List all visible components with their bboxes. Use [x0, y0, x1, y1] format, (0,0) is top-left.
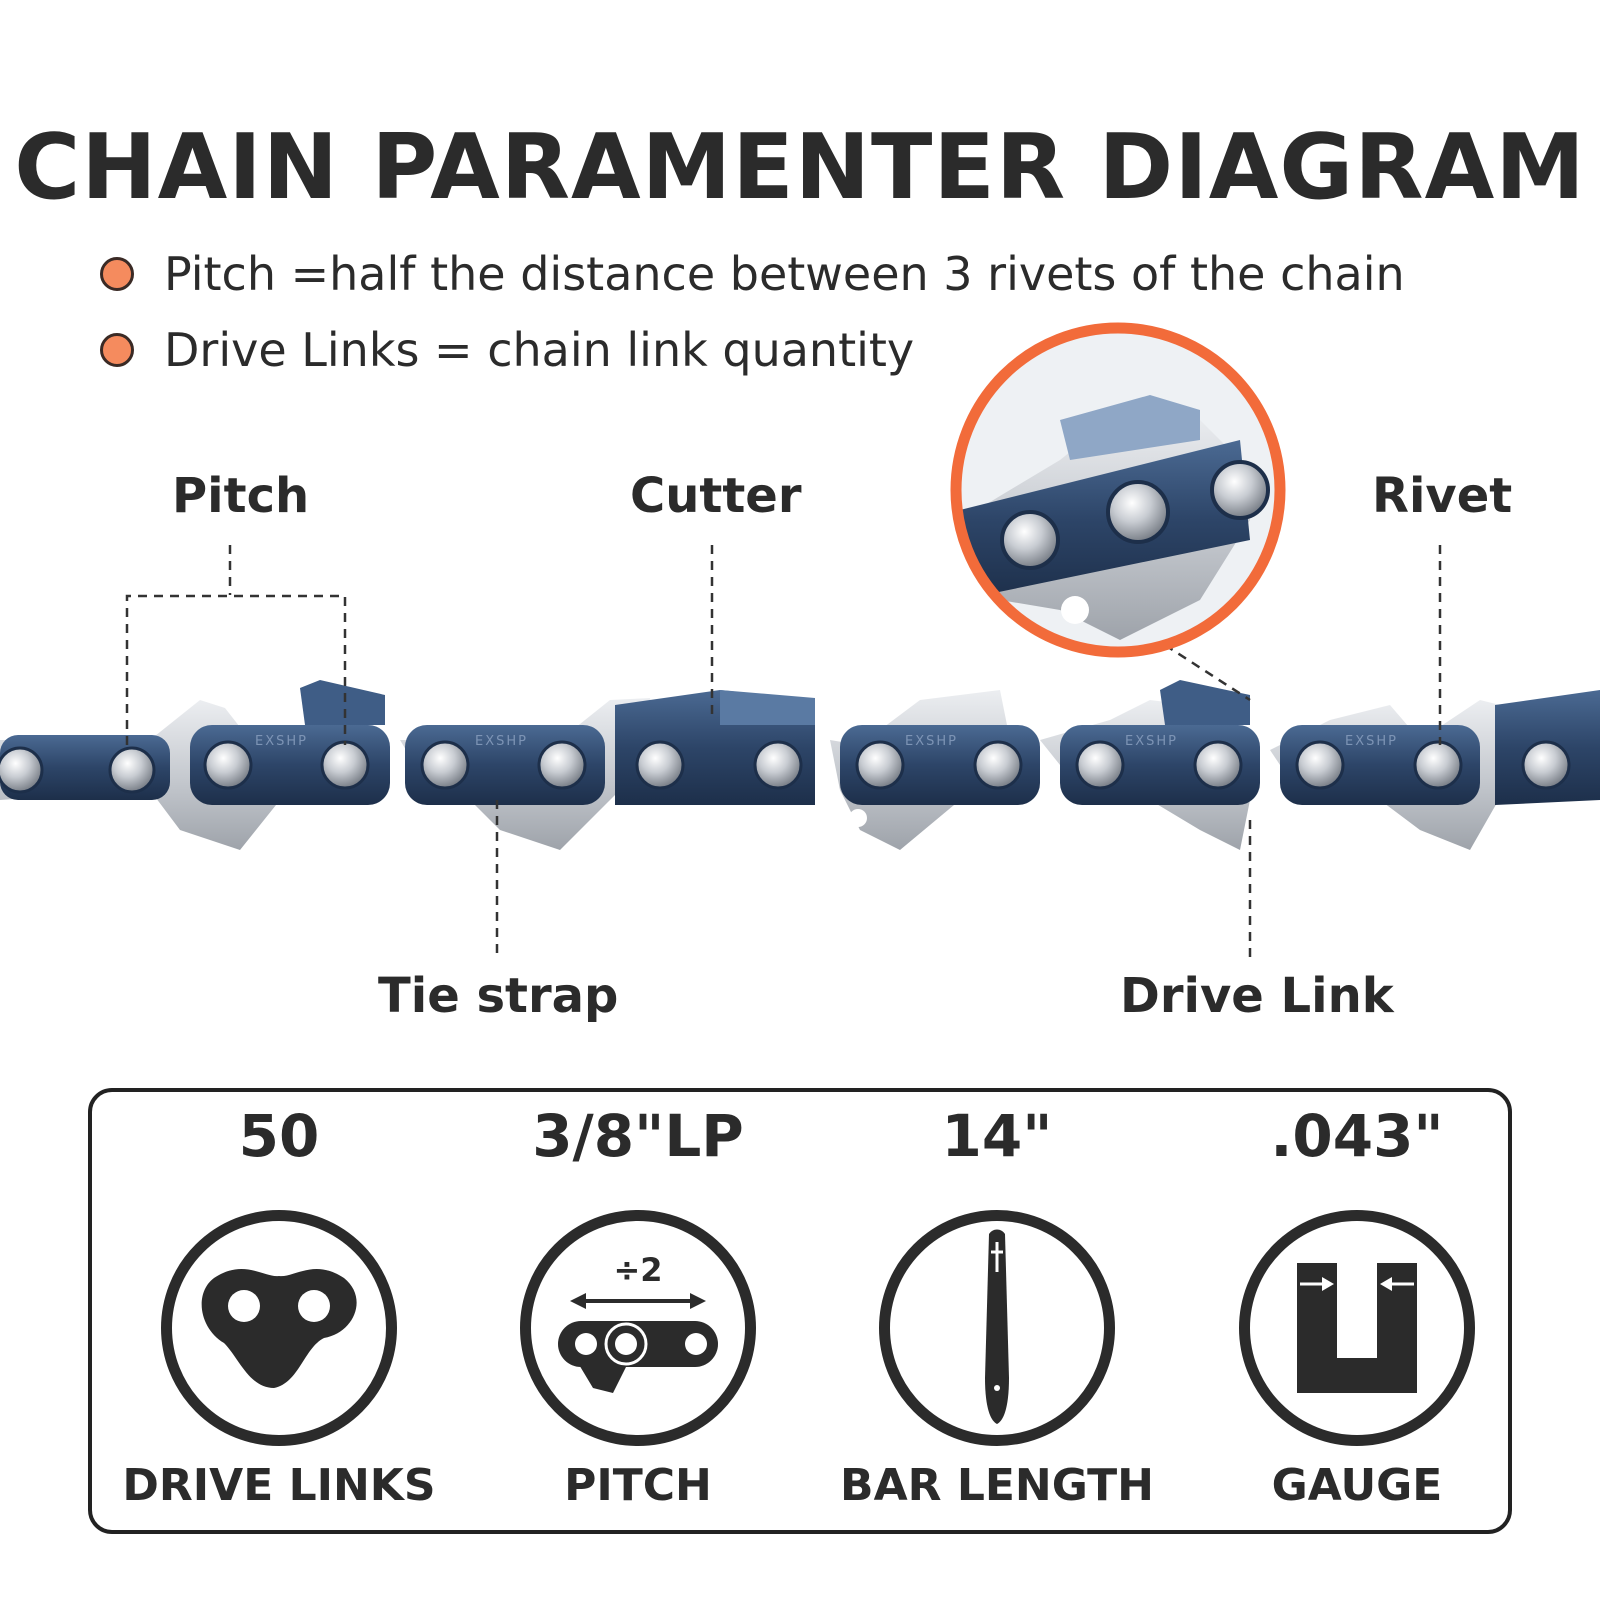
spec-ring [161, 1210, 397, 1446]
callout-tie-strap: Tie strap [378, 968, 619, 1024]
chain-engraving: EXSHP [475, 734, 528, 749]
callout-pitch: Pitch [172, 468, 310, 524]
spec-label: PITCH [564, 1460, 712, 1511]
spec-ring [879, 1210, 1115, 1446]
chain-engraving: EXSHP [1345, 734, 1398, 749]
zoom-leader [1164, 643, 1251, 702]
spec-value: 3/8"LP [532, 1102, 744, 1170]
spec-panel [88, 1088, 1512, 1534]
spec-label: DRIVE LINKS [122, 1460, 436, 1511]
spec-bar-length: 14" BAR LENGTH [832, 1096, 1162, 1511]
bullet-pitch-text: Pitch =half the distance between 3 rivet… [164, 247, 1405, 301]
spec-label: GAUGE [1271, 1460, 1443, 1511]
leader-lines [125, 545, 1442, 960]
bullet-drive-links: Drive Links = chain link quantity [100, 320, 914, 380]
chain-engraving: EXSHP [255, 734, 308, 749]
chain-engraving: EXSHP [905, 734, 958, 749]
pitch-icon: ÷2 [558, 1253, 718, 1393]
spec-value: .043" [1270, 1102, 1444, 1170]
gauge-icon [1297, 1263, 1417, 1393]
drive-link-icon [201, 1269, 357, 1388]
bullet-dot-icon [100, 333, 134, 367]
chain-engravings: EXSHP EXSHP EXSHP EXSHP EXSHP [255, 734, 1398, 749]
chain-engraving: EXSHP [1125, 734, 1178, 749]
spec-pitch: 3/8"LP ÷2 PITCH [473, 1096, 803, 1511]
bullet-pitch: Pitch =half the distance between 3 rivet… [100, 244, 1405, 304]
spec-gauge: .043" GAUGE [1192, 1096, 1522, 1511]
bar-icon [985, 1229, 1009, 1424]
bullet-dot-icon [100, 257, 134, 291]
pitch-divide-text: ÷2 [613, 1253, 662, 1289]
spec-value: 14" [941, 1102, 1053, 1170]
bullet-drive-links-text: Drive Links = chain link quantity [164, 323, 915, 377]
pitch-bracket [125, 594, 347, 745]
page-title: CHAIN PARAMENTER DIAGRAM [14, 115, 1586, 220]
zoom-inset [950, 322, 1286, 658]
callout-rivet: Rivet [1372, 468, 1513, 524]
spec-ring [1239, 1210, 1475, 1446]
spec-label: BAR LENGTH [840, 1460, 1154, 1511]
spec-value: 50 [238, 1102, 320, 1170]
spec-ring: ÷2 [520, 1210, 756, 1446]
callout-drive-link: Drive Link [1120, 968, 1394, 1024]
callout-cutter: Cutter [630, 468, 802, 524]
chain-diagram: EXSHP EXSHP EXSHP EXSHP EXSHP [0, 322, 1600, 960]
chain-rivets [0, 740, 1571, 794]
spec-drive-links: 50 DRIVE LINKS [114, 1096, 444, 1511]
